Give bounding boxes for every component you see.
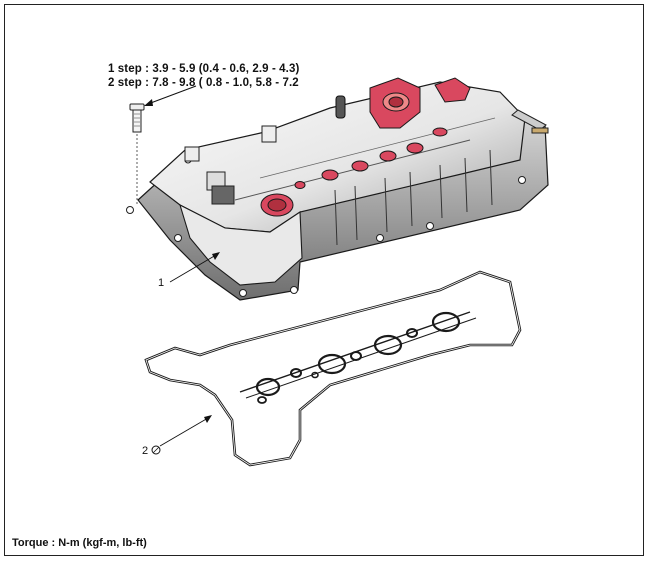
valve-cover	[126, 81, 549, 301]
torque-step-1: 1 step : 3.9 - 5.9 (0.4 - 0.6, 2.9 - 4.3…	[108, 63, 300, 75]
cover-bolt	[129, 103, 145, 133]
torque-leader-arrow	[144, 85, 197, 106]
callout-leader-1	[169, 252, 220, 283]
callout-number-2: 2	[142, 445, 149, 457]
callout-number-1: 1	[158, 277, 165, 289]
callout-leader-2	[151, 415, 212, 455]
diagram-frame	[4, 4, 644, 556]
torque-step-2: 2 step : 7.8 - 9.8 ( 0.8 - 1.0, 5.8 - 7.…	[108, 77, 299, 89]
valve-cover-gasket	[144, 270, 522, 467]
torque-units-note: Torque : N-m (kgf-m, lb-ft)	[12, 537, 147, 549]
red-seal-areas	[260, 77, 471, 217]
